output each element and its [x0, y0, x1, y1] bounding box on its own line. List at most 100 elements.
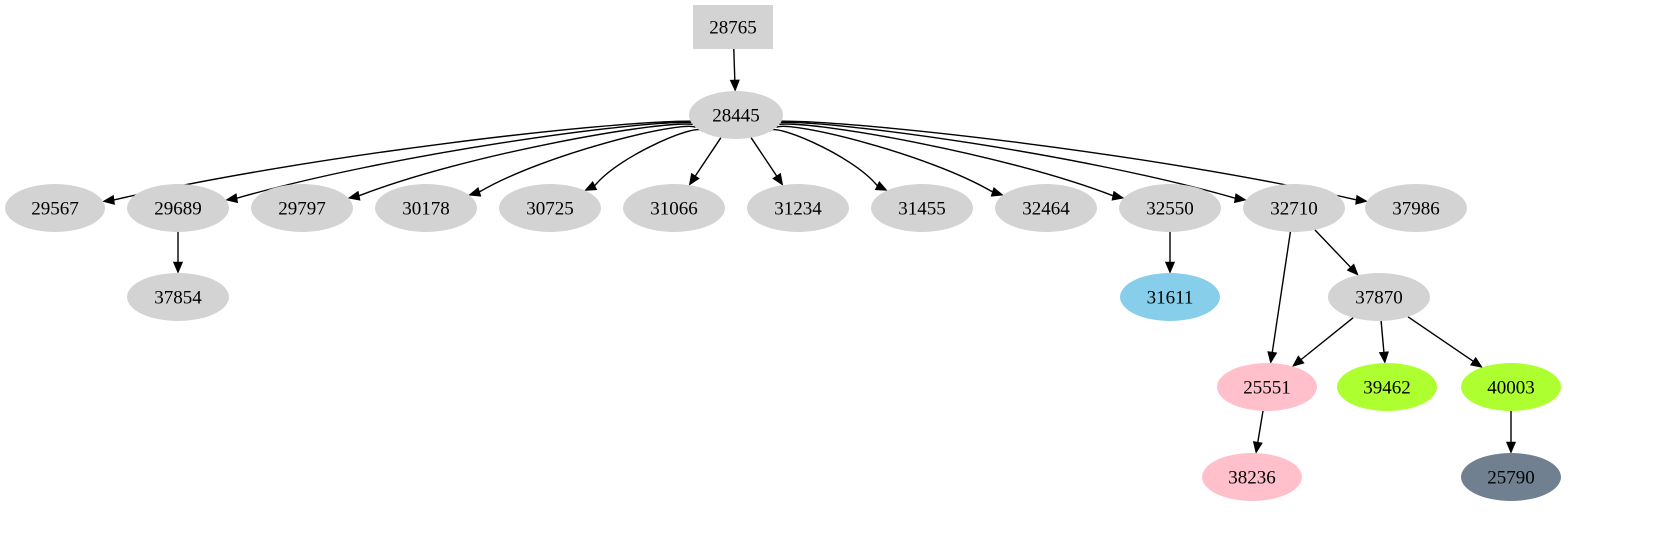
graph-node-31611[interactable]: 31611	[1120, 273, 1220, 321]
graph-node-29797[interactable]: 29797	[251, 184, 353, 232]
edge-line	[733, 48, 736, 81]
edge-arrowhead-icon	[1378, 351, 1389, 364]
graph-edge	[172, 232, 184, 274]
edge-arrowhead-icon	[584, 180, 598, 191]
graph-edge	[781, 120, 1368, 205]
graph-node-30725[interactable]: 30725	[499, 184, 601, 232]
graph-node-32550[interactable]: 32550	[1119, 184, 1221, 232]
graph-edge	[1505, 411, 1517, 454]
edge-arrowhead-icon	[729, 79, 740, 92]
edge-arrowhead-icon	[874, 180, 888, 191]
node-shape-ellipse[interactable]	[1119, 184, 1221, 232]
edge-arrowhead-icon	[1291, 355, 1305, 367]
edge-arrowhead-icon	[1355, 194, 1368, 205]
edge-line	[1300, 317, 1354, 361]
edge-line	[781, 120, 1357, 201]
graph-edge	[347, 123, 693, 201]
edge-arrowhead-icon	[990, 186, 1004, 197]
edge-line	[776, 125, 993, 193]
graph-node-29689[interactable]: 29689	[127, 184, 229, 232]
edge-arrowhead-icon	[1111, 190, 1125, 201]
edge-arrowhead-icon	[688, 172, 700, 186]
node-shape-box[interactable]	[693, 5, 773, 49]
edge-line	[1407, 316, 1474, 362]
graph-node-38236[interactable]: 38236	[1202, 453, 1302, 501]
node-shape-ellipse[interactable]	[623, 184, 725, 232]
graph-edge	[1378, 320, 1389, 364]
graph-node-37870[interactable]: 37870	[1328, 273, 1430, 321]
graph-edge	[1314, 229, 1359, 276]
edge-line	[779, 123, 1114, 197]
graph-node-32710[interactable]: 32710	[1243, 184, 1345, 232]
edge-arrowhead-icon	[1233, 193, 1247, 204]
node-shape-ellipse[interactable]	[1365, 184, 1467, 232]
edge-arrowhead-icon	[1267, 351, 1278, 364]
graph-edge	[1164, 232, 1176, 274]
graph-node-25790[interactable]: 25790	[1461, 453, 1561, 501]
edges-layer	[102, 48, 1517, 454]
node-shape-ellipse[interactable]	[499, 184, 601, 232]
node-shape-ellipse[interactable]	[1120, 273, 1220, 321]
graph-node-31455[interactable]: 31455	[871, 184, 973, 232]
graph-node-29567[interactable]: 29567	[5, 184, 105, 232]
node-shape-ellipse[interactable]	[1461, 363, 1561, 411]
graph-edge	[780, 121, 1247, 204]
node-shape-ellipse[interactable]	[5, 184, 105, 232]
node-shape-ellipse[interactable]	[689, 91, 783, 139]
graph-node-25551[interactable]: 25551	[1217, 363, 1317, 411]
graph-edge	[779, 123, 1125, 201]
graph-edge	[468, 125, 696, 197]
graph-node-31234[interactable]: 31234	[747, 184, 849, 232]
node-shape-ellipse[interactable]	[1202, 453, 1302, 501]
graph-edge	[1291, 317, 1354, 367]
edge-line	[750, 137, 778, 177]
node-shape-ellipse[interactable]	[747, 184, 849, 232]
node-shape-ellipse[interactable]	[375, 184, 477, 232]
edge-line	[1257, 410, 1264, 443]
graph-node-30178[interactable]: 30178	[375, 184, 477, 232]
node-shape-ellipse[interactable]	[1337, 363, 1437, 411]
edge-arrowhead-icon	[772, 172, 784, 186]
graph-edge	[750, 137, 784, 186]
graph-node-28445[interactable]: 28445	[689, 91, 783, 139]
graph-edge	[225, 121, 692, 204]
graph-node-28765[interactable]: 28765	[693, 5, 773, 49]
edge-arrowhead-icon	[1252, 441, 1263, 454]
edge-line	[1271, 231, 1292, 353]
node-shape-ellipse[interactable]	[127, 184, 229, 232]
graph-node-40003[interactable]: 40003	[1461, 363, 1561, 411]
graph-edge	[688, 137, 722, 186]
edge-line	[780, 121, 1236, 199]
node-shape-ellipse[interactable]	[1243, 184, 1345, 232]
edge-arrowhead-icon	[1469, 356, 1483, 368]
graph-edge	[776, 125, 1004, 197]
graph-edge	[1407, 316, 1483, 368]
node-shape-ellipse[interactable]	[1217, 363, 1317, 411]
node-shape-ellipse[interactable]	[871, 184, 973, 232]
edge-line	[1380, 320, 1385, 353]
node-shape-ellipse[interactable]	[127, 273, 229, 321]
edge-line	[768, 129, 878, 187]
graph-node-37986[interactable]: 37986	[1365, 184, 1467, 232]
edge-line	[113, 120, 691, 201]
graph-node-31066[interactable]: 31066	[623, 184, 725, 232]
graph-edge	[102, 120, 691, 205]
graph-edge	[1267, 231, 1292, 364]
edge-arrowhead-icon	[102, 194, 115, 205]
edge-arrowhead-icon	[468, 186, 482, 197]
node-shape-ellipse[interactable]	[1461, 453, 1561, 501]
graph-node-39462[interactable]: 39462	[1337, 363, 1437, 411]
edge-arrowhead-icon	[1505, 441, 1517, 454]
graph-node-37854[interactable]: 37854	[127, 273, 229, 321]
node-shape-ellipse[interactable]	[1328, 273, 1430, 321]
node-shape-ellipse[interactable]	[995, 184, 1097, 232]
graph-edge	[1252, 410, 1264, 454]
graph-node-32464[interactable]: 32464	[995, 184, 1097, 232]
edge-line	[694, 137, 722, 177]
node-shape-ellipse[interactable]	[251, 184, 353, 232]
edge-arrowhead-icon	[172, 261, 184, 274]
graph-edge	[729, 48, 740, 92]
edge-line	[594, 129, 704, 187]
